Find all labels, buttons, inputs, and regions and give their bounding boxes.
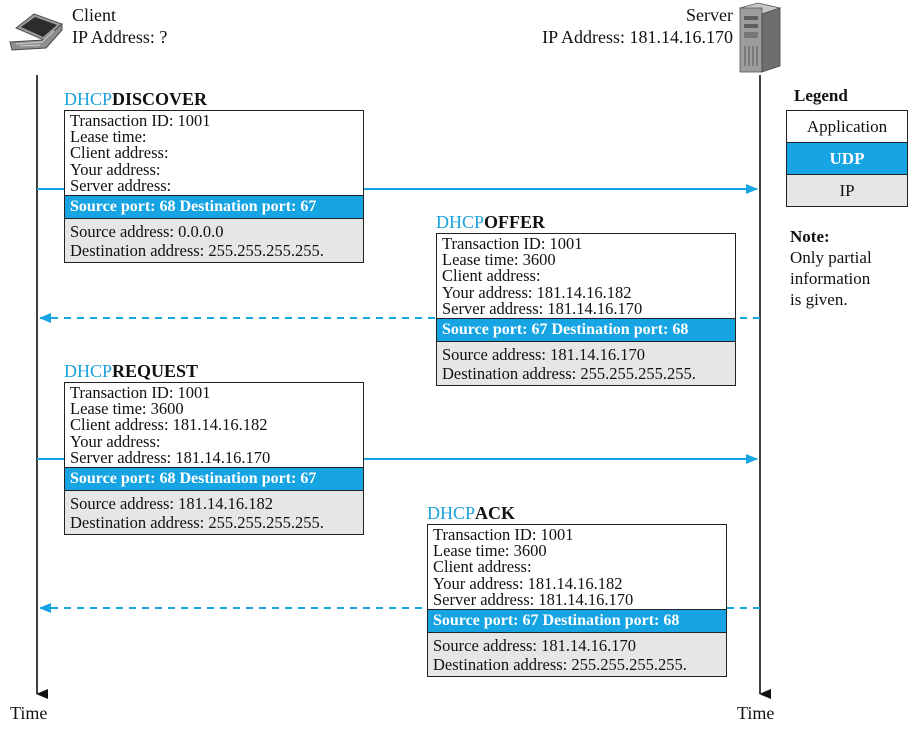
ip-layer: Source address: 181.14.16.170 Destinatio…: [437, 342, 735, 386]
application-layer: Transaction ID: 1001 Lease time: Client …: [70, 111, 211, 195]
note: Note: Only partial information is given.: [790, 226, 872, 310]
ip-layer: Source address: 181.14.16.170 Destinatio…: [428, 633, 726, 677]
ack-packet: Transaction ID: 1001 Lease time: 3600 Cl…: [427, 524, 727, 678]
legend: Application UDP IP: [786, 110, 908, 207]
server-name: Server: [686, 5, 733, 25]
note-line: information: [790, 269, 871, 288]
note-title: Note:: [790, 227, 830, 246]
legend-application: Application: [806, 117, 888, 136]
ip-layer: Source address: 0.0.0.0 Destination addr…: [65, 219, 363, 263]
udp-layer: Source port: 67 Destination port: 68: [428, 609, 726, 634]
time-label-client: Time: [10, 703, 48, 723]
discover-title: DHCPDISCOVER: [64, 89, 208, 109]
legend-title: Legend: [794, 86, 848, 105]
legend-udp: UDP: [787, 142, 907, 175]
offer-packet: Transaction ID: 1001 Lease time: 3600 Cl…: [436, 233, 736, 387]
udp-layer: Source port: 68 Destination port: 67: [65, 467, 363, 492]
server-header: Server IP Address: 181.14.16.170: [542, 4, 733, 48]
server-ip: IP Address: 181.14.16.170: [542, 27, 733, 47]
udp-layer: Source port: 67 Destination port: 68: [437, 318, 735, 343]
discover-packet: Transaction ID: 1001 Lease time: Client …: [64, 110, 364, 264]
application-layer: Transaction ID: 1001 Lease time: 3600 Cl…: [70, 383, 271, 467]
ip-layer: Source address: 181.14.16.182 Destinatio…: [65, 491, 363, 535]
application-layer: Transaction ID: 1001 Lease time: 3600 Cl…: [442, 234, 643, 318]
time-label-server: Time: [737, 703, 775, 723]
request-title: DHCPREQUEST: [64, 361, 199, 381]
note-line: Only partial: [790, 248, 872, 267]
request-packet: Transaction ID: 1001 Lease time: 3600 Cl…: [64, 382, 364, 536]
client-ip: IP Address: ?: [72, 27, 168, 47]
laptop-icon: [9, 13, 63, 51]
client-name: Client: [72, 5, 116, 25]
server-tower-icon: [738, 2, 782, 73]
ack-title: DHCPACK: [427, 503, 516, 523]
legend-ip: IP: [787, 175, 907, 206]
client-header: Client IP Address: ?: [72, 4, 167, 48]
offer-title: DHCPOFFER: [436, 212, 546, 232]
application-layer: Transaction ID: 1001 Lease time: 3600 Cl…: [433, 525, 634, 609]
note-line: is given.: [790, 290, 848, 309]
udp-layer: Source port: 68 Destination port: 67: [65, 195, 363, 220]
